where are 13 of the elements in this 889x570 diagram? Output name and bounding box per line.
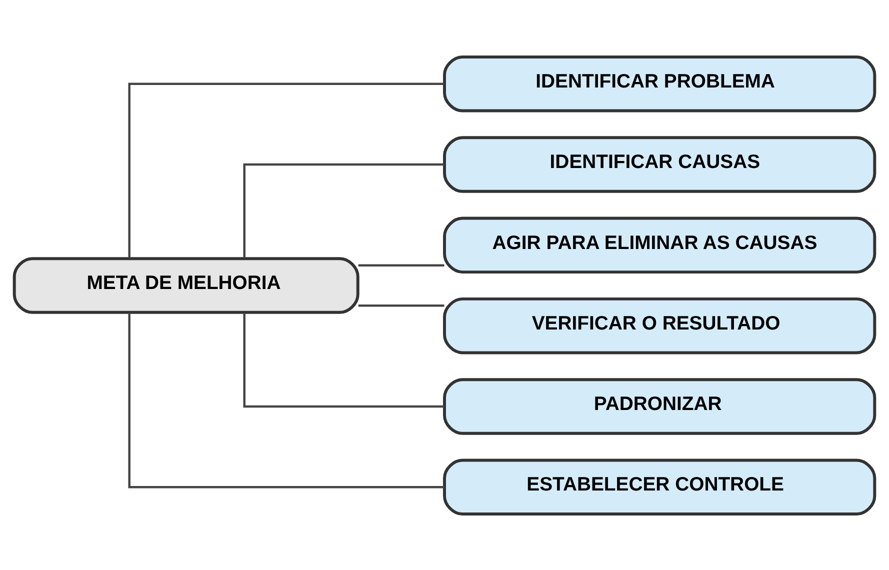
node-box: VERIFICAR O RESULTADO [443,296,876,354]
connector [243,162,444,258]
connector [358,264,444,266]
connector [128,82,444,258]
connector [243,312,444,408]
node-box: IDENTIFICAR CAUSAS [443,136,876,192]
connector [128,312,444,488]
node-box: PADRONIZAR [443,378,876,434]
node-box: META DE MELHORIA [12,256,360,314]
connector [358,304,444,306]
node-box: ESTABELECER CONTROLE [443,458,876,516]
node-box: AGIR PARA ELIMINAR AS CAUSAS [443,216,876,274]
node-box: IDENTIFICAR PROBLEMA [443,54,876,112]
